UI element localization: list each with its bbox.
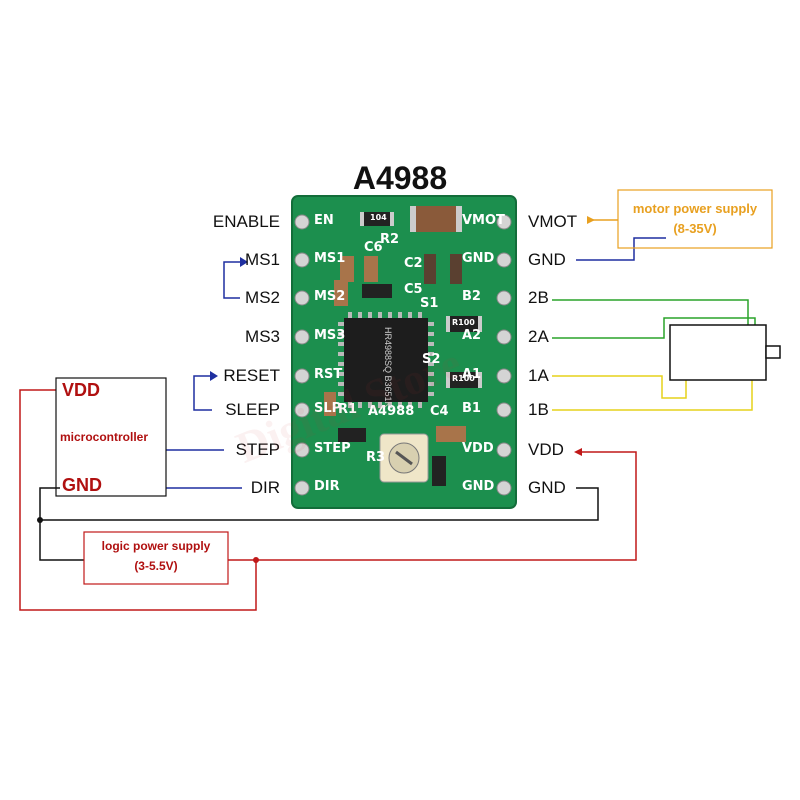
left-pin-label-ms2: MS2 [245, 288, 280, 307]
pad-label-left-7: DIR [314, 479, 340, 494]
right-pin-label-gnd: GND [528, 250, 566, 269]
right-pin-5 [496, 402, 512, 418]
left-pin-label-step: STEP [235, 440, 280, 459]
left-pin-5 [294, 402, 310, 418]
left-pin-label-ms3: MS3 [245, 327, 280, 346]
right-pin-label-gnd: GND [528, 478, 566, 497]
potentiometer [379, 433, 429, 483]
component-label-8: C4 [430, 404, 449, 419]
diagram-title: A4988 [352, 160, 448, 196]
right-pin-1 [496, 252, 512, 268]
left-pin-label-ms1: MS1 [245, 250, 280, 269]
component-label-10: R100 [452, 318, 475, 327]
left-pin-4 [294, 368, 310, 384]
pad-label-right-2: B2 [462, 289, 481, 304]
pad-label-left-6: STEP [314, 441, 351, 456]
left-pin-2 [294, 290, 310, 306]
component-label-1: C6 [364, 240, 383, 255]
motor-supply-line2: (8-35V) [673, 221, 717, 236]
left-pin-label-enable: ENABLE [212, 212, 280, 231]
microcontroller-box [55, 377, 167, 497]
component-label-3: C5 [404, 282, 423, 297]
component-label-4: S1 [420, 296, 439, 311]
pad-label-right-0: VMOT [462, 213, 505, 228]
stepper-motor [669, 324, 781, 381]
right-pin-4 [496, 368, 512, 384]
pad-label-left-1: MS1 [314, 251, 346, 266]
pad-label-left-0: EN [314, 213, 334, 228]
component-label-7: R3 [366, 450, 386, 465]
wires [19, 237, 756, 611]
pad-label-left-2: MS2 [314, 289, 346, 304]
right-pin-7 [496, 480, 512, 496]
pad-label-right-7: GND [462, 479, 495, 494]
arrow-ms1 [240, 257, 248, 267]
right-pin-label-vdd: VDD [528, 440, 564, 459]
right-pin-label-2b: 2B [528, 288, 549, 307]
pad-label-right-4: A1 [462, 367, 482, 382]
right-pin-label-vmot: VMOT [528, 212, 578, 231]
right-pin-label-2a: 2A [528, 327, 549, 346]
pad-label-left-3: MS3 [314, 328, 346, 343]
logic-supply-box [83, 531, 229, 585]
right-pin-label-1a: 1A [528, 366, 549, 385]
logic-supply-line1: logic power supply [101, 539, 211, 553]
arrow-reset [210, 371, 218, 381]
connection-markers [37, 216, 618, 563]
left-pin-label-sleep: SLEEP [225, 400, 280, 419]
mcu-vdd-label: VDD [62, 380, 101, 400]
right-pin-2 [496, 290, 512, 306]
motor-supply-line1: motor power supply [632, 201, 758, 216]
left-pin-1 [294, 252, 310, 268]
mcu-gnd-label: GND [62, 475, 102, 495]
right-pin-6 [496, 442, 512, 458]
mcu-name-label: microcontroller [60, 430, 149, 444]
component-label-11: R100 [452, 374, 475, 383]
component-label-6: R1 [338, 402, 358, 417]
component-label-9: 104 [370, 213, 387, 222]
logic-supply-line2: (3-5.5V) [134, 559, 178, 573]
motor-supply-box [617, 189, 773, 249]
pad-label-left-4: RST [314, 367, 343, 382]
component-label-12: A4988 [368, 404, 415, 419]
pad-label-right-3: A2 [462, 328, 482, 343]
component-label-5: S2 [422, 352, 441, 367]
header-pins [294, 214, 512, 496]
component-label-0: R2 [380, 232, 400, 247]
arrow-vdd [574, 448, 582, 456]
left-pin-label-dir: DIR [250, 478, 280, 497]
smd-components [324, 206, 482, 486]
left-pin-6 [294, 442, 310, 458]
left-pin-label-reset: RESET [223, 366, 280, 385]
right-pin-label-1b: 1B [528, 400, 549, 419]
driver-chip [338, 312, 434, 408]
pad-label-left-5: SLP [314, 401, 342, 416]
pad-label-right-6: VDD [462, 441, 494, 456]
right-pin-0 [496, 214, 512, 230]
component-label-2: C2 [404, 256, 423, 271]
left-pin-0 [294, 214, 310, 230]
left-pin-3 [294, 329, 310, 345]
right-pin-3 [496, 329, 512, 345]
pad-label-right-5: B1 [462, 401, 481, 416]
pad-label-right-1: GND [462, 251, 495, 266]
left-pin-7 [294, 480, 310, 496]
